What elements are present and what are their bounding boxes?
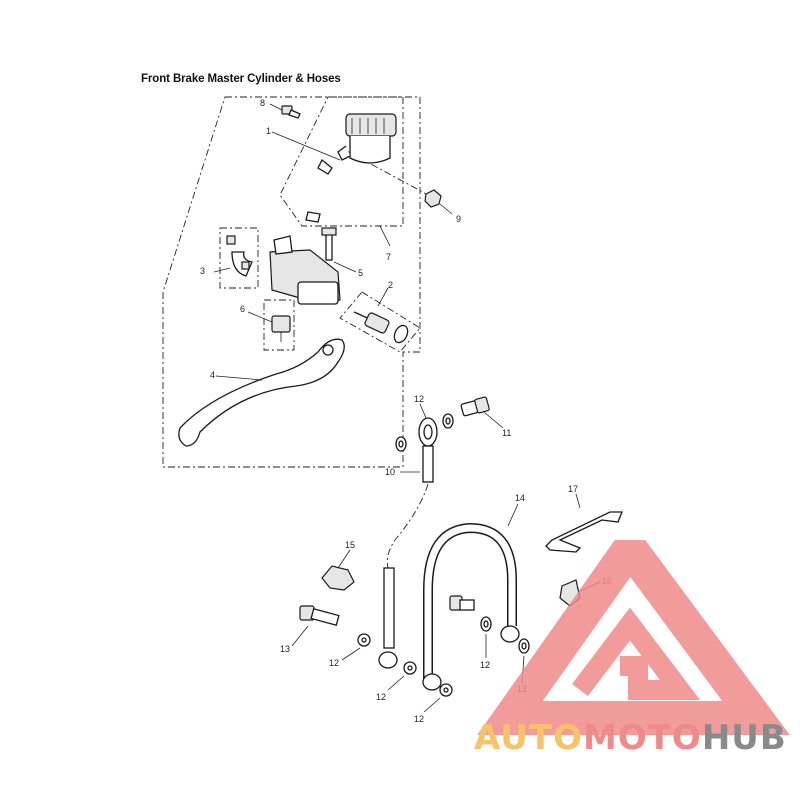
- reservoir-group-boundary: [279, 96, 404, 227]
- watermark-auto: AUTO: [474, 718, 583, 758]
- callout-4: 4: [210, 370, 215, 380]
- callout-10: 10: [385, 467, 395, 477]
- callout-2: 2: [388, 280, 393, 290]
- piston-kit-part-2: [353, 311, 409, 344]
- callout-6: 6: [240, 304, 245, 314]
- nut-part-9: [424, 189, 442, 208]
- watermark-text: AUTOMOTOHUB: [474, 718, 787, 758]
- lower-hose-left: [378, 567, 398, 669]
- banjo-bolt-part-11: [460, 396, 490, 417]
- callout-12-c: 12: [414, 714, 424, 724]
- reservoir-part-1: [337, 113, 397, 164]
- hose-part-10: [418, 417, 438, 483]
- callout-13: 13: [280, 644, 290, 654]
- callout-15: 15: [345, 540, 355, 550]
- banjo-bolt-lower: [449, 595, 475, 611]
- watermark-hub: HUB: [701, 718, 787, 758]
- callout-12-upper: 12: [414, 394, 424, 404]
- callout-12-a: 12: [329, 658, 339, 668]
- washers-part-12: [357, 413, 530, 697]
- callout-17: 17: [568, 484, 578, 494]
- switch-part-6: [271, 315, 291, 342]
- master-cylinder-part-5: [269, 227, 341, 305]
- callout-12-b: 12: [376, 692, 386, 702]
- lever-part-4: [178, 338, 345, 447]
- diagram-title: Front Brake Master Cylinder & Hoses: [141, 73, 341, 85]
- callout-14: 14: [515, 493, 525, 503]
- bolt-part-8: [281, 105, 301, 119]
- clamp-group-boundary: [219, 227, 259, 289]
- callout-8: 8: [260, 98, 265, 108]
- hose-dashed-connection: [386, 483, 429, 569]
- callout-5: 5: [358, 268, 363, 278]
- reservoir-hose: [297, 158, 333, 223]
- hose-part-14: [422, 522, 520, 691]
- callout-9: 9: [456, 214, 461, 224]
- callout-1: 1: [266, 126, 271, 136]
- clamp-part-3: [226, 235, 253, 277]
- bolt-part-13: [299, 605, 340, 626]
- clip-part-15: [321, 565, 355, 591]
- switch-group-boundary: [263, 299, 295, 351]
- callout-12-d: 12: [480, 660, 490, 670]
- callout-7: 7: [386, 252, 391, 262]
- automotohub-logo: [477, 540, 790, 735]
- watermark-moto: MOTO: [582, 718, 702, 758]
- piston-group-boundary: [339, 291, 421, 353]
- bracket-part-17: [545, 511, 623, 553]
- callout-3: 3: [200, 266, 205, 276]
- callout-11: 11: [502, 428, 511, 438]
